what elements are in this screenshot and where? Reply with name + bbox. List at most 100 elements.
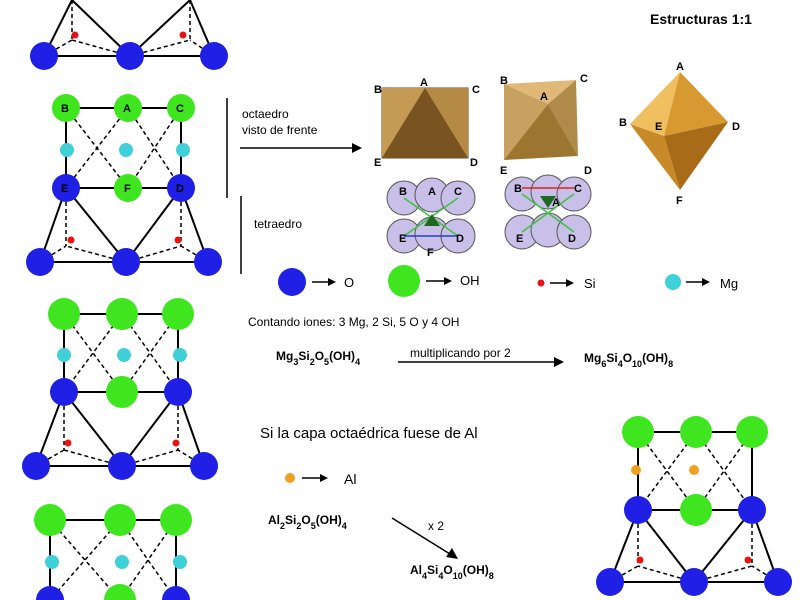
node-label-a: A <box>420 77 428 89</box>
oxygen-atom <box>167 174 195 202</box>
magnesium-atom <box>173 348 187 362</box>
node-label-c: C <box>472 84 480 96</box>
oxygen-atom <box>200 42 228 70</box>
node-label-e: E <box>516 233 523 245</box>
node-label-a: A <box>552 197 560 209</box>
al-arrow-label: x 2 <box>428 519 444 533</box>
magnesium-atom <box>117 348 131 362</box>
node-label-e: E <box>655 121 662 133</box>
formula-subscript: 2 <box>280 521 285 531</box>
oxygen-atom <box>162 586 190 600</box>
node-label-c: C <box>176 103 184 115</box>
silicon-atom <box>744 556 752 564</box>
hydroxyl-ion <box>52 94 80 122</box>
aluminium-atom <box>631 465 641 475</box>
node-label-d: D <box>470 157 478 169</box>
octahedron-3d: A B E D F <box>619 61 740 207</box>
aluminium-atom <box>689 465 699 475</box>
hydroxyl-ion <box>106 298 138 330</box>
svg-text:Mg6Si4O10(OH)8: Mg6Si4O10(OH)8 <box>584 351 673 369</box>
formula-symbol: (OH) <box>316 513 342 527</box>
legend-hydroxyl-swatch <box>388 265 420 297</box>
node-label-a: A <box>123 103 131 115</box>
formula-subscript: 4 <box>355 357 360 367</box>
mg-arrow-label: multiplicando por 2 <box>410 346 511 360</box>
legend-oxygen-label: O <box>344 275 354 290</box>
node-label-c: C <box>580 73 588 85</box>
oxygen-atom <box>112 248 140 276</box>
silicon-atom <box>67 236 75 244</box>
node-label-d: D <box>584 165 592 177</box>
node-label-a: A <box>676 61 684 73</box>
formula-subscript: 4 <box>422 571 427 581</box>
mg-formula-result: Mg6Si4O10(OH)8 <box>584 351 673 369</box>
svg-text:Mg3Si2O5(OH)4: Mg3Si2O5(OH)4 <box>276 349 360 367</box>
octahedron-caption-line2: visto de frente <box>242 123 318 137</box>
formula-symbol: O <box>443 563 452 577</box>
legend-aluminium-label: Al <box>344 471 356 487</box>
formula-subscript: 2 <box>296 521 301 531</box>
formula-symbol: (OH) <box>329 349 355 363</box>
hydroxyl-ion <box>162 298 194 330</box>
oxygen-atom <box>50 378 78 406</box>
oxygen-atom <box>764 568 792 596</box>
oxygen-atom <box>680 568 708 596</box>
formula-subscript: 3 <box>293 357 298 367</box>
hydroxyl-ion <box>680 494 712 526</box>
oxygen-atom <box>164 378 192 406</box>
hydroxyl-ion <box>622 416 654 448</box>
silicon-atom <box>71 31 79 39</box>
sphere-model-front: B A C E F D <box>386 177 476 259</box>
legend-magnesium-label: Mg <box>720 276 738 291</box>
formula-subscript: 2 <box>310 357 315 367</box>
formula-symbol: Si <box>285 513 296 527</box>
oxygen-atom <box>116 42 144 70</box>
hydroxyl-ion <box>104 504 136 536</box>
node-label-c: C <box>574 183 582 195</box>
formula-subscript: 5 <box>311 521 316 531</box>
hydroxyl-ion <box>114 94 142 122</box>
node-label-d: D <box>456 233 464 245</box>
formula-symbol: O <box>301 513 310 527</box>
structure-top-partial <box>30 0 228 70</box>
legend-oxygen-swatch <box>278 268 306 296</box>
page-title: Estructuras 1:1 <box>650 11 752 27</box>
hydroxyl-ion <box>104 584 136 600</box>
formula-symbol: Si <box>606 351 617 365</box>
node-label-d: D <box>176 183 184 195</box>
hydroxyl-ion <box>114 174 142 202</box>
silicon-atom <box>179 31 187 39</box>
formula-subscript: 4 <box>618 359 623 369</box>
oxygen-atom <box>22 452 50 480</box>
hydroxyl-ion <box>48 298 80 330</box>
node-label-a: A <box>540 91 548 103</box>
node-label-b: B <box>61 103 69 115</box>
formula-subscript: 6 <box>601 359 606 369</box>
hydroxyl-ion <box>680 416 712 448</box>
legend-aluminium-swatch <box>285 473 295 483</box>
formula-subscript: 8 <box>668 359 673 369</box>
magnesium-atom <box>115 555 129 569</box>
magnesium-atom <box>173 555 187 569</box>
structure-labeled: B A C E F D <box>26 94 222 276</box>
formula-symbol: O <box>623 351 632 365</box>
hydroxyl-ion <box>167 94 195 122</box>
tetrahedron-caption: tetraedro <box>254 217 302 231</box>
magnesium-atom <box>119 143 133 157</box>
node-label-b: B <box>619 117 627 129</box>
formula-subscript: 4 <box>342 521 347 531</box>
structure-mg-middle <box>22 298 218 480</box>
structure-mg-bottom <box>34 504 192 600</box>
node-label-e: E <box>399 233 406 245</box>
node-label-f: F <box>676 195 683 207</box>
node-label-e: E <box>61 183 68 195</box>
node-label-e: E <box>500 165 507 177</box>
magnesium-atom <box>176 143 190 157</box>
oxygen-atom <box>596 568 624 596</box>
structure-al <box>596 416 792 596</box>
node-label-b: B <box>514 183 522 195</box>
formula-subscript: 5 <box>324 357 329 367</box>
formula-subscript: 8 <box>489 571 494 581</box>
node-label-b: B <box>374 84 382 96</box>
al-formula-base: Al2Si2O5(OH)4 <box>268 513 347 531</box>
